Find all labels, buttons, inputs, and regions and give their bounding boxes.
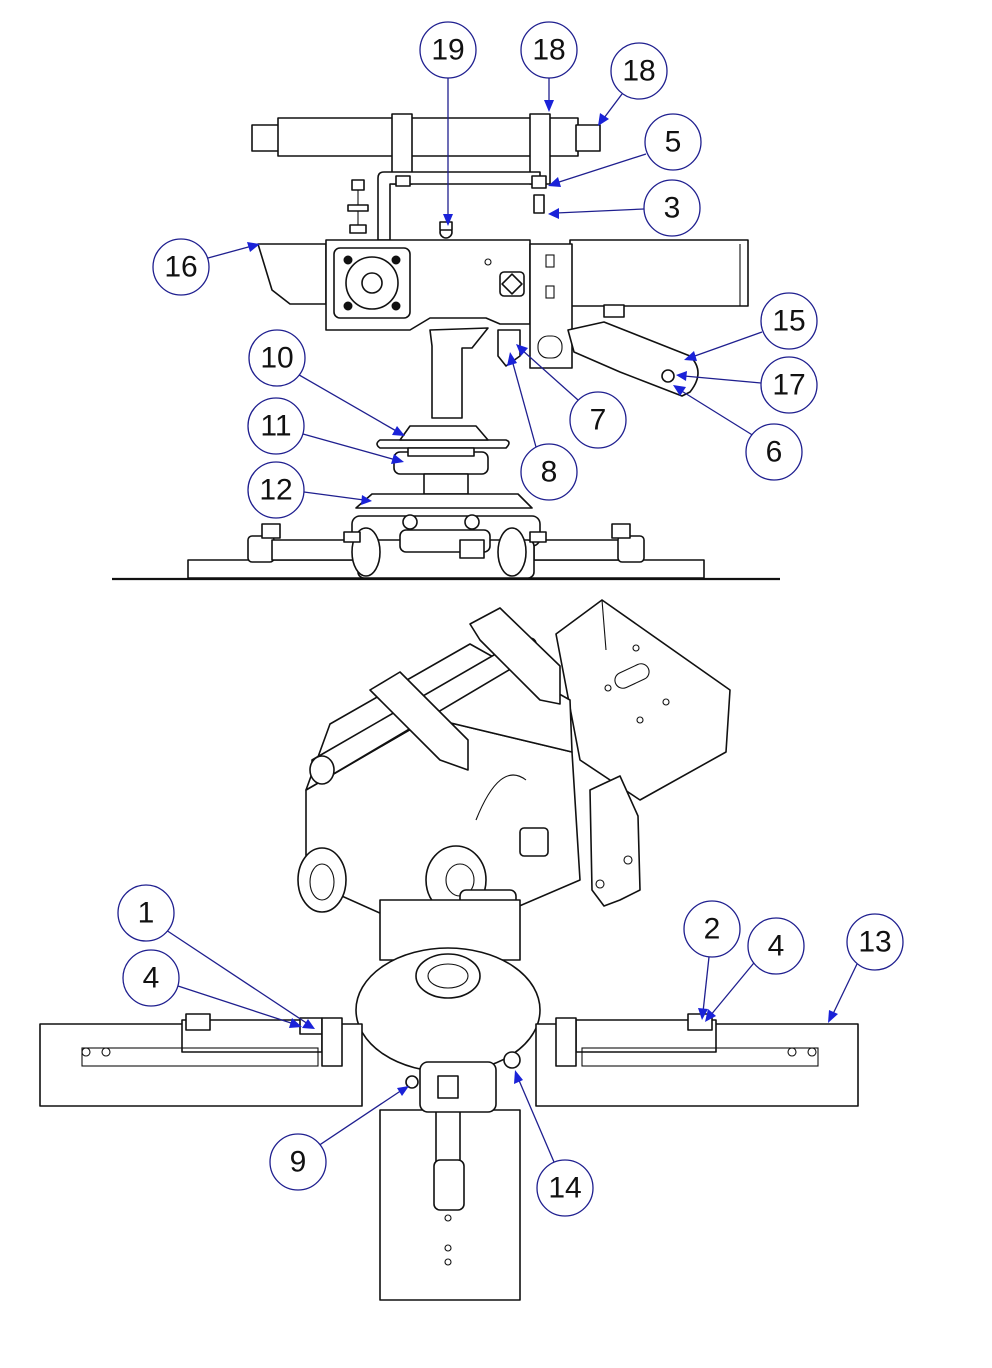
callout-5: 5 <box>548 113 702 187</box>
callout-label: 12 <box>259 474 292 507</box>
slotted-plate <box>529 243 573 369</box>
callout-label: 2 <box>704 913 721 946</box>
bolt-left <box>347 179 369 234</box>
callout-10: 10 <box>248 329 405 436</box>
callout-18-b: 18 <box>598 42 668 126</box>
callout-18-a: 18 <box>520 21 578 112</box>
callout-12: 12 <box>247 461 372 519</box>
lever-arm <box>567 321 699 397</box>
callout-8: 8 <box>507 352 578 501</box>
callout-label: 10 <box>260 342 293 375</box>
callout-9: 9 <box>269 1086 409 1191</box>
callout-label: 9 <box>290 1146 307 1179</box>
callout-label: 15 <box>772 305 805 338</box>
callout-label: 11 <box>260 410 291 443</box>
isometric-view <box>39 599 859 1301</box>
handle-bar <box>251 113 601 185</box>
callout-13: 13 <box>828 913 904 1023</box>
callout-label: 4 <box>768 930 785 963</box>
callout-16: 16 <box>152 238 260 296</box>
callout-label: 7 <box>590 404 607 437</box>
callout-label: 16 <box>164 251 197 284</box>
upper-bracket <box>377 171 541 241</box>
callout-label: 5 <box>665 126 682 159</box>
callout-label: 18 <box>532 34 565 67</box>
callout-2: 2 <box>683 900 741 1020</box>
iso-bore <box>297 847 347 913</box>
callout-label: 17 <box>772 369 805 402</box>
callout-4-left: 4 <box>122 949 302 1028</box>
callout-label: 8 <box>541 456 558 489</box>
callout-label: 19 <box>431 34 464 67</box>
callout-17: 17 <box>676 356 818 414</box>
lever-nut <box>661 369 675 383</box>
blade-bolt-left <box>185 1013 211 1031</box>
callout-11: 11 <box>247 397 404 464</box>
blade-assembly-side <box>187 514 705 579</box>
side-elevation-view <box>112 113 780 581</box>
callout-14: 14 <box>514 1070 594 1217</box>
spacer-part-3 <box>533 194 545 214</box>
callout-label: 1 <box>138 897 155 930</box>
right-housing <box>569 239 749 307</box>
dish-plate <box>376 439 510 449</box>
callout-19: 19 <box>419 21 477 226</box>
callout-4-right: 4 <box>705 917 805 1022</box>
callout-6: 6 <box>673 385 803 481</box>
callout-label: 14 <box>548 1172 581 1205</box>
callouts: 19 18 18 5 3 <box>117 21 904 1217</box>
gearbox-flange <box>333 247 411 319</box>
callout-7: 7 <box>516 344 627 449</box>
iso-bracket-plate <box>589 775 641 907</box>
callout-label: 6 <box>766 436 783 469</box>
callout-label: 13 <box>858 926 891 959</box>
housing-nose <box>257 243 327 305</box>
callout-label: 3 <box>664 192 681 225</box>
drive-shaft <box>429 327 489 419</box>
callout-15: 15 <box>684 292 818 361</box>
iso-right-housing <box>555 599 731 801</box>
callout-3: 3 <box>548 179 701 237</box>
callout-label: 18 <box>622 55 655 88</box>
callout-label: 4 <box>143 962 160 995</box>
iso-grease-fitting <box>405 1075 419 1089</box>
base-plate <box>355 493 533 509</box>
iso-handle-bar <box>309 607 561 785</box>
callout-1: 1 <box>117 884 315 1029</box>
